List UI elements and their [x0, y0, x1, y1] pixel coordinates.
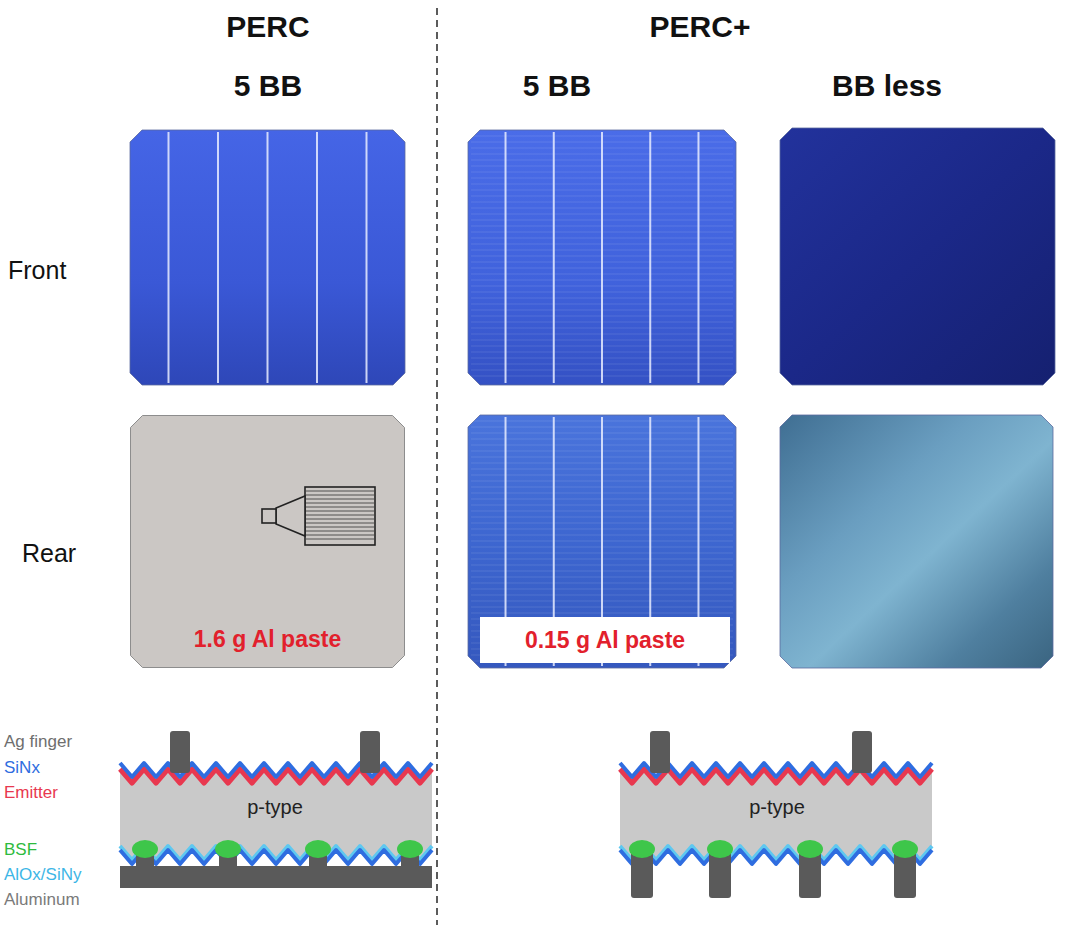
busbar — [366, 132, 368, 383]
layer-name: SiNx — [4, 758, 40, 778]
solar-cell — [780, 128, 1055, 385]
siny-layer — [620, 850, 932, 864]
cell-surface — [468, 130, 736, 385]
column-heading: PERC — [226, 10, 309, 45]
silicon-body — [620, 770, 932, 860]
cell-surface — [130, 130, 405, 385]
column-subheading: 5 BB — [523, 69, 591, 104]
ag-finger — [360, 731, 380, 773]
divider-line — [436, 8, 438, 925]
column-subheading: 5 BB — [234, 69, 302, 104]
bsf-region — [132, 840, 158, 858]
column-subheading: BB less — [832, 69, 942, 104]
busbar — [168, 132, 170, 383]
layer-name: AlOx/SiNy — [4, 865, 81, 885]
bsf-region — [397, 840, 423, 858]
solar-cell — [130, 130, 405, 385]
solar-cell — [780, 415, 1053, 668]
bsf-region — [215, 840, 241, 858]
busbar — [601, 132, 603, 383]
silicon-body — [120, 770, 432, 860]
rear-cell: 1.6 g Al paste — [130, 415, 405, 668]
ag-finger — [170, 731, 190, 773]
busbar — [505, 132, 507, 383]
silicon-layer: p-type — [237, 793, 313, 821]
node-text: 1.6 g Al paste — [194, 626, 341, 652]
ag-finger — [650, 731, 670, 773]
bsf-region — [797, 840, 823, 858]
cell-surface — [780, 415, 1053, 668]
bsf-region — [707, 840, 733, 858]
busbar — [267, 132, 269, 383]
layer-name: Emitter — [4, 783, 58, 803]
busbar — [316, 132, 318, 383]
cell-surface — [468, 415, 736, 668]
busbar — [649, 132, 651, 383]
cell-surface — [780, 128, 1055, 385]
column-heading: PERC+ — [650, 10, 751, 45]
node-text: p-type — [247, 796, 303, 819]
row-label: Front — [8, 256, 66, 285]
busbar — [217, 132, 219, 383]
bsf-region — [892, 840, 918, 858]
sinx-layer — [120, 763, 432, 777]
solar-cell — [468, 130, 736, 385]
paste-label-box: 0.15 g Al paste — [480, 617, 730, 663]
layer-name: Aluminum — [4, 890, 80, 910]
solar-cell — [468, 415, 736, 668]
aluminum-layer — [120, 866, 432, 888]
ag-finger — [852, 731, 872, 773]
node-text: p-type — [749, 796, 805, 819]
cross-section — [620, 731, 932, 898]
cell-surface — [131, 416, 405, 668]
layer-name: Ag finger — [4, 732, 72, 752]
node-text: 0.15 g Al paste — [525, 627, 685, 653]
row-label: Rear — [22, 539, 76, 568]
layer-name: BSF — [4, 840, 37, 860]
bsf-region — [305, 840, 331, 858]
bsf-region — [629, 840, 655, 858]
siny-layer — [120, 850, 432, 864]
busbar — [553, 132, 555, 383]
silicon-layer: p-type — [739, 793, 815, 821]
busbar — [697, 132, 699, 383]
cross-section — [120, 731, 432, 888]
